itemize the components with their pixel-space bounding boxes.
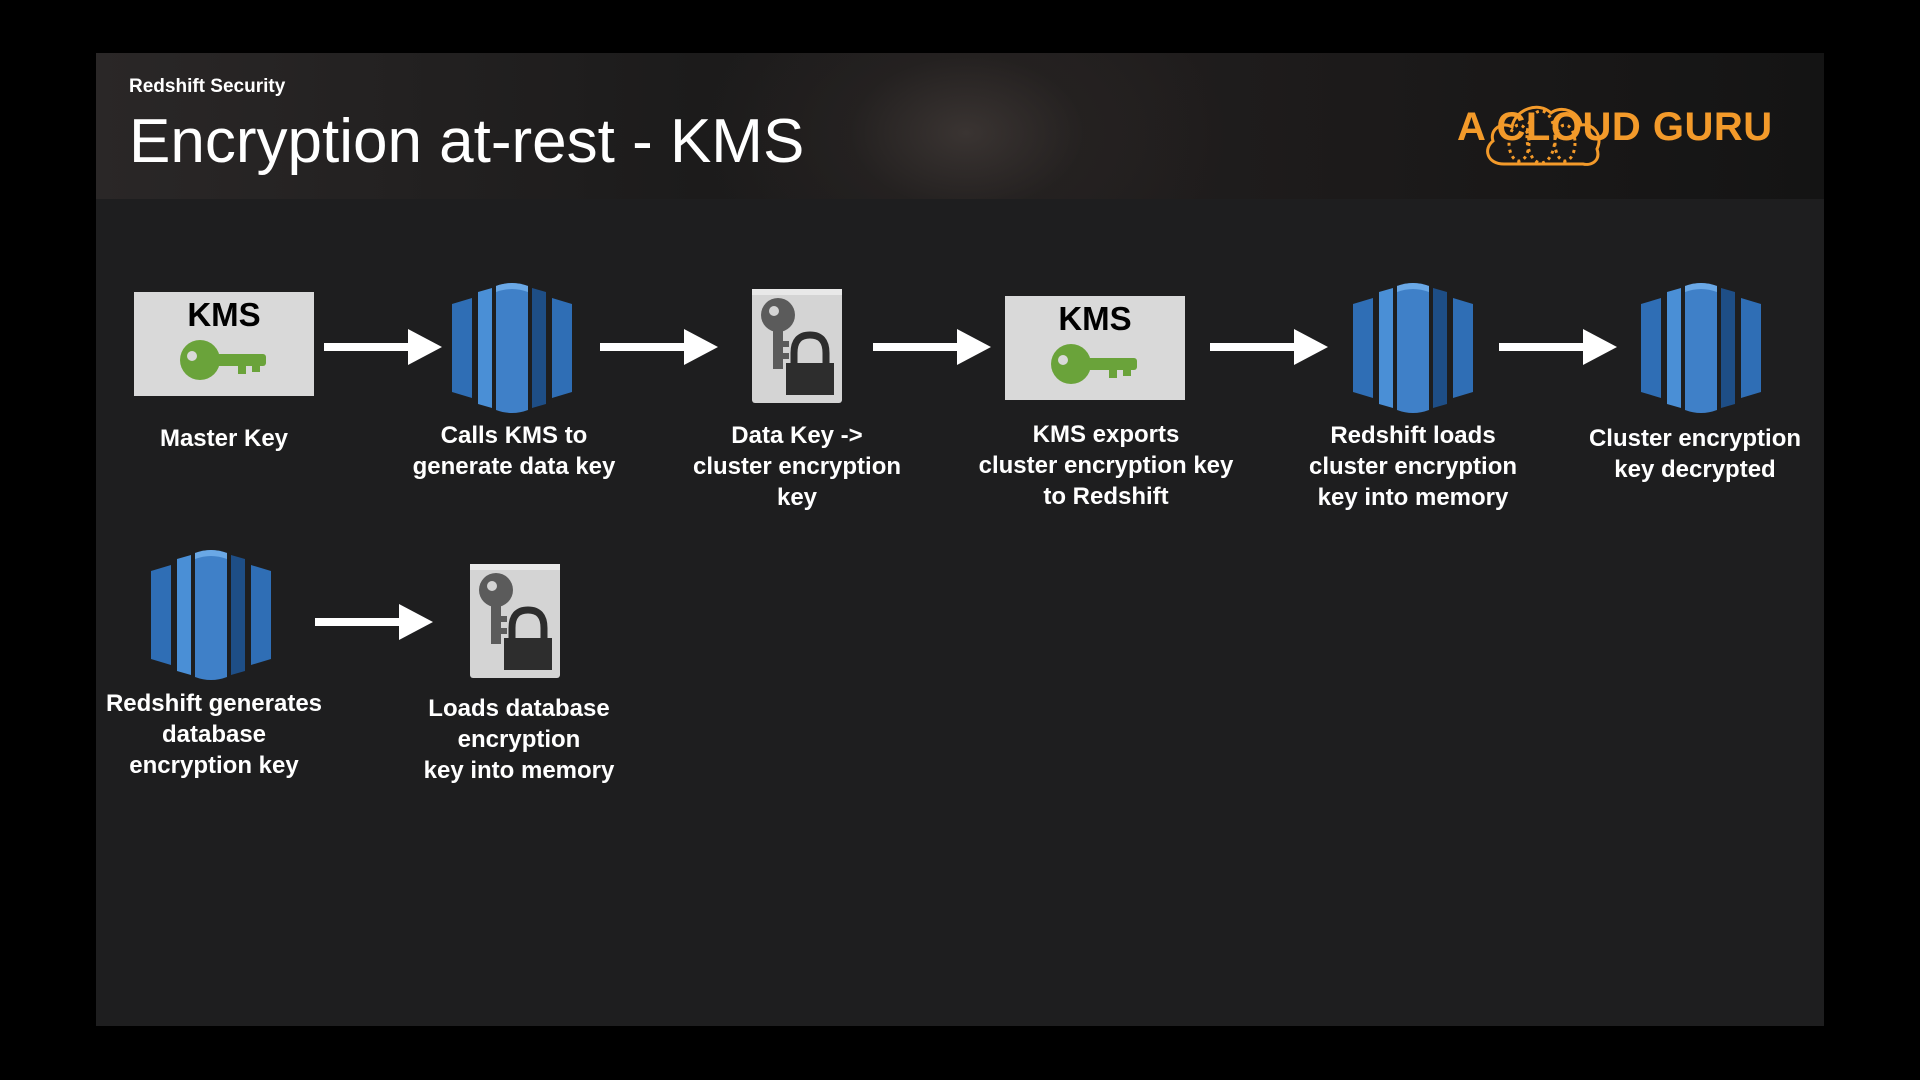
redshift-icon [151, 550, 271, 680]
arrow-right-icon [1499, 329, 1617, 365]
step-label-master-key: Master Key [159, 425, 289, 452]
step-label-redshift-generates: Redshift generates database encryption k… [105, 690, 323, 779]
kms-master-key-box: KMS [134, 292, 314, 396]
header-banner: Redshift Security Encryption at-rest - K… [96, 53, 1824, 199]
step-label-redshift-loads: Redshift loads cluster encryption key in… [1308, 422, 1518, 511]
step-label-loads-database-key: Loads database encryption key into memor… [423, 695, 615, 784]
redshift-icon [1353, 283, 1473, 413]
kms-text: KMS [1058, 300, 1132, 337]
step-label-kms-exports: KMS exports cluster encryption key to Re… [978, 421, 1234, 510]
page-title: Encryption at-rest - KMS [129, 107, 805, 176]
arrow-right-icon [324, 329, 442, 365]
redshift-icon [452, 283, 572, 413]
kms-export-box: KMS [1005, 296, 1185, 400]
slide: Redshift Security Encryption at-rest - K… [96, 53, 1824, 1026]
green-key-icon [1051, 344, 1137, 384]
brand-name: A CLOUD GURU [1457, 105, 1773, 149]
step-label-data-key: Data Key -> cluster encryption key [692, 422, 902, 511]
step-label-cluster-key-decrypted: Cluster encryption key decrypted [1588, 425, 1802, 483]
step-label-calls-kms: Calls KMS to generate data key [412, 422, 616, 480]
redshift-icon [1641, 283, 1761, 413]
kms-text: KMS [187, 296, 261, 333]
green-key-icon [180, 340, 266, 380]
data-key-lock-icon [470, 564, 560, 678]
arrow-right-icon [873, 329, 991, 365]
cloud-logo-icon [1486, 105, 1601, 166]
data-key-lock-icon [752, 289, 842, 403]
arrow-right-icon [600, 329, 718, 365]
section-label: Redshift Security [129, 76, 286, 97]
arrow-right-icon [315, 604, 433, 640]
arrow-right-icon [1210, 329, 1328, 365]
